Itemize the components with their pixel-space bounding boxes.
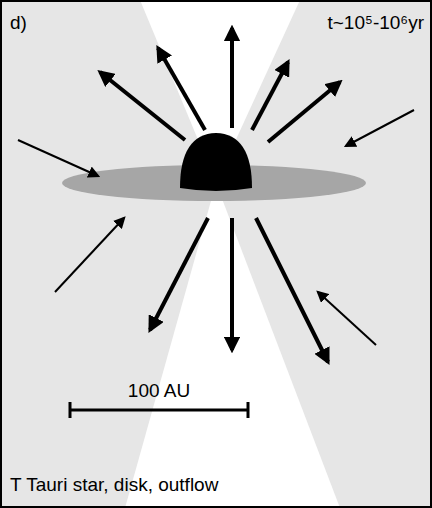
time-label: t~10⁵-10⁶yr [328, 12, 425, 34]
outflow-arrows [100, 28, 340, 362]
star [180, 133, 252, 191]
infall-arrows [18, 110, 414, 345]
panel-letter: d) [10, 12, 27, 34]
scale-label: 100 AU [128, 380, 190, 402]
envelope-left [0, 0, 216, 508]
scale-bar [70, 402, 248, 418]
caption-text: T Tauri star, disk, outflow [10, 474, 218, 496]
envelope-right [216, 0, 432, 508]
